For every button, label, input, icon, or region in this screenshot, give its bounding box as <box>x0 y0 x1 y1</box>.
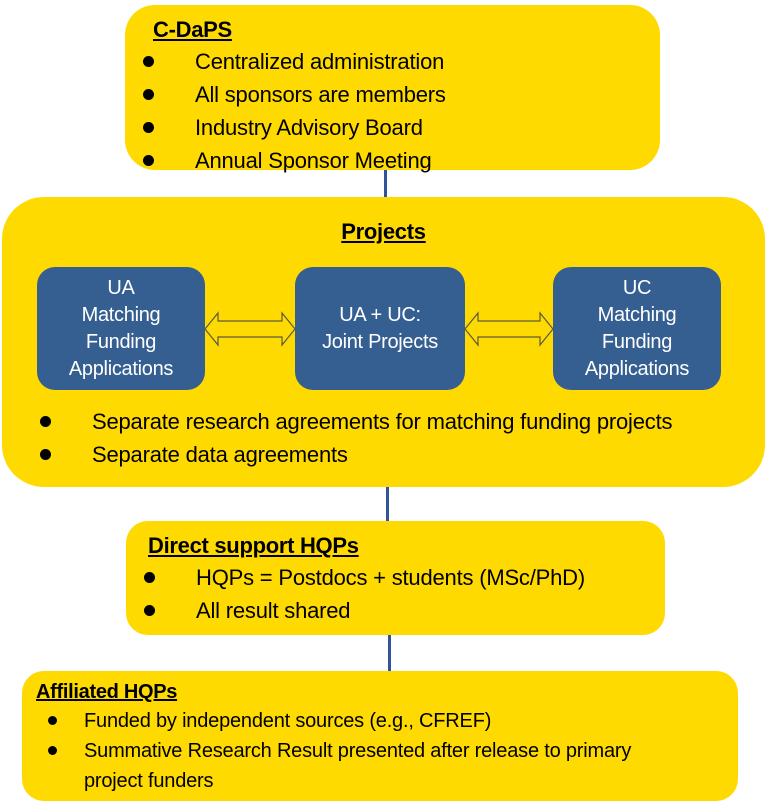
projects-title: Projects <box>341 219 426 244</box>
joint-projects-box: UA + UC: Joint Projects <box>295 267 465 390</box>
double-arrow-icon <box>464 311 554 347</box>
projects-box: Projects UA Matching Funding Application… <box>2 197 765 487</box>
direct-hqps-list: HQPs = Postdocs + students (MSc/PhD) All… <box>128 561 665 627</box>
list-item: All result shared <box>128 594 665 627</box>
projects-list: Separate research agreements for matchin… <box>24 405 672 471</box>
bullet-icon <box>144 605 155 616</box>
connector-line <box>388 633 391 673</box>
list-item: All sponsors are members <box>127 78 660 111</box>
list-item: Annual Sponsor Meeting <box>127 144 660 177</box>
bullet-icon <box>143 56 154 67</box>
list-item: Summative Research Result presented afte… <box>32 736 672 796</box>
bullet-icon <box>40 449 51 460</box>
cdaps-box: C-DaPS Centralized administration All sp… <box>125 5 660 173</box>
cdaps-list: Centralized administration All sponsors … <box>127 45 660 177</box>
connector-line <box>386 485 389 523</box>
list-item: HQPs = Postdocs + students (MSc/PhD) <box>128 561 665 594</box>
list-item: Separate data agreements <box>24 438 672 471</box>
direct-hqps-box: Direct support HQPs HQPs = Postdocs + st… <box>126 521 665 635</box>
double-arrow-icon <box>204 311 296 347</box>
connector-line <box>384 168 387 200</box>
affiliated-hqps-title: Affiliated HQPs <box>36 681 178 703</box>
uc-matching-box: UC Matching Funding Applications <box>553 267 721 390</box>
list-item: Centralized administration <box>127 45 660 78</box>
list-item: Industry Advisory Board <box>127 111 660 144</box>
affiliated-hqps-box: Affiliated HQPs Funded by independent so… <box>22 671 738 801</box>
bullet-icon <box>144 572 155 583</box>
list-item: Separate research agreements for matchin… <box>24 405 672 438</box>
cdaps-title: C-DaPS <box>153 17 232 42</box>
ua-matching-box: UA Matching Funding Applications <box>37 267 205 390</box>
bullet-icon <box>143 155 154 166</box>
list-item: Funded by independent sources (e.g., CFR… <box>32 706 672 736</box>
affiliated-hqps-list: Funded by independent sources (e.g., CFR… <box>32 706 672 796</box>
bullet-icon <box>40 416 51 427</box>
bullet-icon <box>48 716 57 725</box>
direct-hqps-title: Direct support HQPs <box>148 533 359 558</box>
bullet-icon <box>143 122 154 133</box>
bullet-icon <box>48 746 57 755</box>
bullet-icon <box>143 89 154 100</box>
